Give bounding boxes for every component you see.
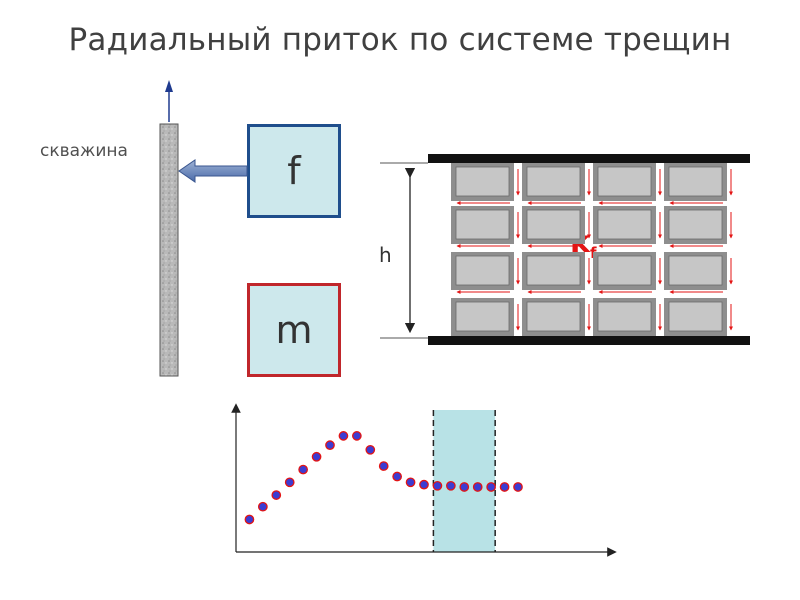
data-point: [338, 431, 349, 441]
up-arrow-icon: [165, 80, 173, 122]
page-title: Радиальный приток по системе трещин: [68, 22, 732, 58]
rock-block: [593, 252, 656, 290]
rock-block: [664, 163, 727, 201]
data-point: [513, 482, 523, 492]
matrix-box: m: [247, 283, 341, 377]
highlight-band: [433, 410, 496, 552]
fracture-box-label: f: [287, 149, 301, 193]
rock-block: [522, 163, 585, 201]
well-label: скважина: [40, 141, 128, 161]
data-point: [432, 480, 443, 491]
well-column-icon: [159, 123, 179, 377]
data-point: [486, 482, 496, 492]
rock-block: [451, 252, 514, 290]
rock-block: [593, 206, 656, 244]
rock-block: [522, 252, 585, 290]
fracture-box: f: [247, 124, 341, 218]
rock-block: [451, 163, 514, 201]
data-point: [258, 501, 268, 512]
height-label: h: [379, 243, 392, 267]
data-point: [284, 477, 295, 488]
matrix-box-label: m: [275, 308, 313, 352]
fracture-block-system: [380, 154, 750, 345]
rock-block: [451, 298, 514, 336]
data-point: [311, 451, 322, 462]
rock-block: [593, 298, 656, 336]
rock-block: [664, 252, 727, 290]
data-point: [472, 482, 483, 492]
profile-chart: [231, 403, 617, 557]
data-point: [499, 482, 510, 492]
data-point: [365, 444, 376, 455]
data-point: [271, 490, 282, 500]
rock-block: [664, 298, 727, 336]
rock-block: [664, 206, 727, 244]
data-point: [446, 480, 456, 491]
rock-block: [522, 298, 585, 336]
data-point: [419, 479, 429, 490]
rock-block: [451, 206, 514, 244]
data-point: [298, 464, 308, 475]
data-point: [325, 440, 335, 451]
data-point: [352, 431, 362, 441]
data-point: [392, 471, 402, 482]
data-point: [378, 461, 389, 471]
data-point: [405, 477, 416, 488]
rock-block: [522, 206, 585, 244]
rock-block: [593, 163, 656, 201]
flow-arrow-icon: [178, 159, 248, 183]
data-point: [459, 482, 470, 492]
data-point: [244, 514, 255, 525]
